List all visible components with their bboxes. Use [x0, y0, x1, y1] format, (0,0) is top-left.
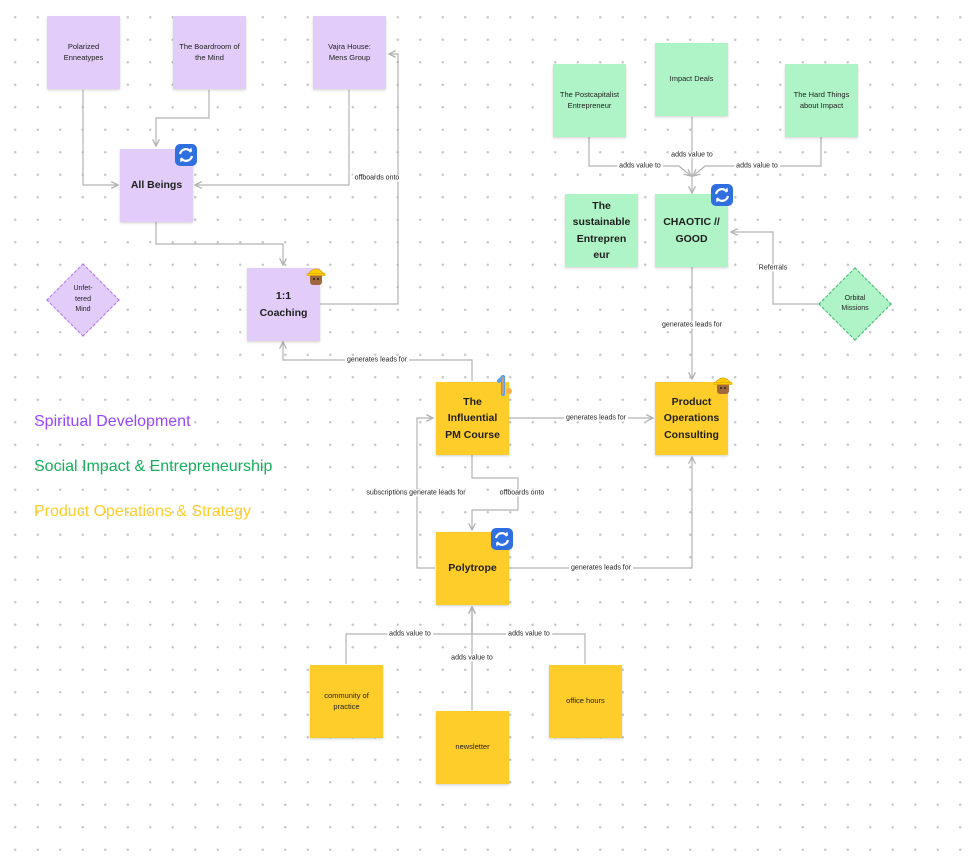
edge-label-adds-value-to: adds value to [449, 654, 495, 662]
note-label: 1:1 Coaching [259, 290, 308, 319]
edge-label-adds-value-to: adds value to [617, 162, 663, 170]
edge-label-adds-value-to: adds value to [669, 151, 715, 159]
edge-label-adds-value-to: adds value to [506, 630, 552, 638]
note-label: Impact Deals [669, 74, 714, 84]
note-impact-deals[interactable]: Impact Deals [655, 43, 728, 116]
note-label: All Beings [130, 179, 183, 192]
edge-all-beings-coaching [155, 222, 283, 265]
note-chaotic-good[interactable]: CHAOTIC // GOOD [655, 194, 728, 267]
legend-spiritual-development: Spiritual Development [34, 413, 191, 430]
edge-label-offboards-onto: offboards onto [497, 489, 547, 497]
note-label: The Boardroom of the Mind [179, 41, 240, 62]
note-postcapitalist-entrepreneur[interactable]: The Postcapitalist Entrepreneur [553, 64, 626, 137]
edge-label-offboards-onto: offboards onto [352, 174, 402, 182]
note-label: Vajra House: Mens Group [328, 41, 371, 62]
note-label: community of practice [324, 690, 369, 711]
note-vajra-house[interactable]: Vajra House: Mens Group [313, 16, 386, 89]
note-label: Product Operations Consulting [663, 396, 720, 441]
edge-label-subscriptions-generate-leads-for: subscriptions generate leads for [364, 489, 468, 497]
edge-label-generates-leads-for: generates leads for [345, 356, 409, 364]
note-boardroom-of-the-mind[interactable]: The Boardroom of the Mind [173, 16, 246, 89]
legend-social-impact: Social Impact & Entrepreneurship [34, 458, 273, 475]
note-all-beings[interactable]: All Beings [120, 149, 193, 222]
note-sustainable-entrepreneur[interactable]: The sustainable Entrepren eur [565, 194, 638, 267]
edge-label-referrals: Referrals [756, 264, 790, 272]
note-polytrope[interactable]: Polytrope [436, 532, 509, 605]
note-community-of-practice[interactable]: community of practice [310, 665, 383, 738]
note-label: The Hard Things about Impact [793, 89, 850, 110]
note-label: Polarized Enneatypes [63, 41, 104, 62]
edge-polytrope-product-ops [509, 457, 692, 569]
note-one-on-one-coaching[interactable]: 1:1 Coaching [247, 268, 320, 341]
edge-polarized-all-beings [82, 90, 118, 185]
note-influential-pm-course[interactable]: The Influential PM Course [436, 382, 509, 455]
note-label: The Influential PM Course [445, 396, 500, 441]
note-label: The sustainable Entrepren eur [572, 199, 631, 261]
edge-label-generates-leads-for: generates leads for [564, 414, 628, 422]
note-label: The Postcapitalist Entrepreneur [559, 89, 620, 110]
note-polarized-enneatypes[interactable]: Polarized Enneatypes [47, 16, 120, 89]
note-label: newsletter [455, 742, 490, 752]
edge-vajra-all-beings [195, 90, 350, 185]
edge-label-adds-value-to: adds value to [387, 630, 433, 638]
note-product-operations-consulting[interactable]: Product Operations Consulting [655, 382, 728, 455]
note-office-hours[interactable]: office hours [549, 665, 622, 738]
note-newsletter[interactable]: newsletter [436, 711, 509, 784]
note-hard-things-about-impact[interactable]: The Hard Things about Impact [785, 64, 858, 137]
note-label: CHAOTIC // GOOD [663, 216, 720, 245]
note-label: Polytrope [448, 562, 497, 575]
edge-label-generates-leads-for: generates leads for [660, 321, 724, 329]
edge-boardroom-all-beings [156, 90, 210, 146]
note-label: office hours [566, 696, 605, 706]
edge-label-generates-leads-for: generates leads for [569, 564, 633, 572]
edge-label-adds-value-to: adds value to [734, 162, 780, 170]
legend-product-operations: Product Operations & Strategy [34, 503, 251, 520]
